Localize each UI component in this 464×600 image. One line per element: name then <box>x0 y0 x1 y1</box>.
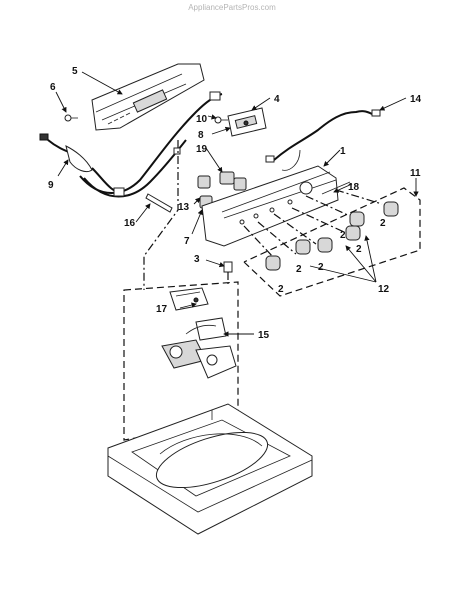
callout-16: 16 <box>124 218 136 229</box>
callout-8: 8 <box>198 130 204 141</box>
screw-3 <box>223 261 233 273</box>
rod-16 <box>145 193 173 213</box>
callout-1: 1 <box>340 146 346 157</box>
control-assembly-enclosure <box>123 281 239 441</box>
callout-15: 15 <box>258 330 270 341</box>
console-panel <box>201 165 339 247</box>
callout-2c: 2 <box>318 262 324 273</box>
washer-top <box>107 403 313 535</box>
screw-10 <box>214 116 228 124</box>
callout-4: 4 <box>274 94 280 105</box>
screw-6 <box>64 114 78 122</box>
callout-labels: 5 6 9 10 4 8 14 19 1 18 11 13 7 16 3 2 2… <box>48 66 422 341</box>
callout-6: 6 <box>50 82 56 93</box>
callout-11: 11 <box>410 168 421 179</box>
console-back-panel <box>91 63 205 131</box>
callout-12: 12 <box>378 284 390 295</box>
knob-enclosure <box>243 187 421 297</box>
callout-17: 17 <box>156 304 168 315</box>
callout-14: 14 <box>410 94 422 105</box>
callout-13: 13 <box>178 202 190 213</box>
harness-wire-14 <box>265 109 381 171</box>
callout-7: 7 <box>184 236 190 247</box>
watermark: AppliancePartsPros.com <box>188 3 276 12</box>
callout-19: 19 <box>196 144 208 155</box>
wire-harness <box>79 91 223 198</box>
callout-2a: 2 <box>380 218 386 229</box>
callout-9: 9 <box>48 180 54 191</box>
callout-10: 10 <box>196 114 208 125</box>
valve-assembly-15 <box>161 317 237 379</box>
board-17 <box>169 287 209 311</box>
callout-5: 5 <box>72 66 78 77</box>
callout-2e: 2 <box>296 264 302 275</box>
callout-2f: 2 <box>278 284 284 295</box>
assembly-guides <box>143 140 229 290</box>
leader-lines <box>55 71 419 337</box>
callout-2b: 2 <box>340 230 346 241</box>
control-bracket <box>227 107 267 137</box>
callout-3: 3 <box>194 254 200 265</box>
knob-group <box>243 189 399 271</box>
callout-2d: 2 <box>356 244 362 255</box>
callout-18: 18 <box>348 182 360 193</box>
